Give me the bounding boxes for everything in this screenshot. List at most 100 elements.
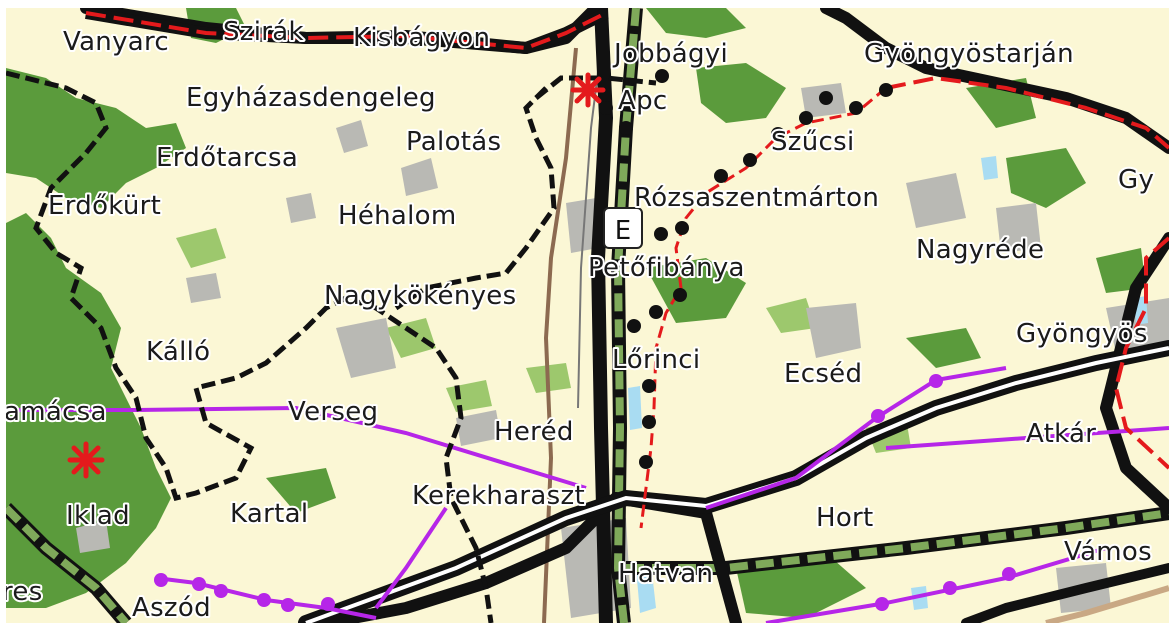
green-route: [613, 8, 640, 623]
place-label: Jobbágyi: [612, 39, 728, 69]
route-stop: [192, 577, 206, 591]
place-label: Nagyréde: [916, 235, 1044, 265]
place-label: Kálló: [146, 337, 210, 367]
purple-stop-layer: [154, 374, 1016, 612]
forest-area: [386, 318, 436, 358]
route-dot: [673, 288, 687, 302]
route-stop: [321, 597, 335, 611]
water-body: [628, 386, 642, 430]
place-label: Atkár: [1026, 419, 1096, 449]
forest-area: [266, 468, 336, 513]
place-label: Hort: [816, 503, 874, 533]
county-border-layer: [85, 8, 1169, 529]
settlement-area: [401, 158, 438, 196]
route-dot: [599, 101, 613, 115]
green-route: [6, 505, 130, 623]
forest-area: [446, 380, 492, 412]
place-label: Kartal: [230, 499, 308, 529]
railway-line: [1045, 585, 1169, 623]
purple-route: [374, 506, 448, 610]
settlement-area: [456, 410, 501, 446]
place-label: Verseg: [288, 397, 378, 427]
route-dot: [655, 69, 669, 83]
route-dot: [619, 121, 633, 135]
settlement-area: [336, 120, 368, 153]
county-border: [639, 86, 887, 529]
main-road: [591, 8, 613, 623]
route-stop: [154, 573, 168, 587]
place-label: Héhalom: [338, 201, 457, 231]
forest-area: [906, 328, 981, 368]
place-label: Kisbágyon: [353, 23, 490, 53]
route-dot: [714, 169, 728, 183]
place-label: Vámos: [1064, 537, 1152, 567]
place-label: Iklad: [66, 501, 130, 531]
map-graphics: E Vanyarc Szirák Kisbágyon Jobbágyi Gyön…: [6, 8, 1169, 623]
county-border: [1114, 236, 1169, 470]
main-road: [961, 563, 1169, 623]
route-dot: [879, 83, 893, 97]
forest-area: [646, 8, 746, 38]
forest-area: [646, 258, 746, 323]
place-label: res: [6, 577, 43, 607]
route-dot: [642, 415, 656, 429]
route-stop: [943, 581, 957, 595]
settlement-area: [996, 203, 1041, 253]
place-label: Gyöngyös: [1016, 319, 1148, 349]
forest-area: [766, 298, 816, 333]
settlement-area: [336, 318, 396, 378]
place-label: Palotás: [406, 127, 501, 157]
place-label: Kerekharaszt: [412, 481, 585, 511]
map-marker-label: E: [615, 216, 631, 246]
place-label: Aszód: [132, 593, 211, 623]
route-stop: [871, 409, 885, 423]
settlement-area: [566, 198, 598, 253]
place-label: Ecséd: [784, 359, 862, 389]
forest-layer: [6, 8, 1146, 618]
water-body: [636, 564, 656, 613]
main-road: [820, 8, 1169, 154]
settlement-area: [286, 193, 316, 223]
place-label: Apc: [618, 86, 668, 116]
water-body: [981, 156, 998, 180]
settlement-area: [906, 173, 966, 228]
route-dot: [771, 127, 785, 141]
county-border: [885, 76, 1169, 150]
route-stop: [257, 593, 271, 607]
route-dot: [649, 305, 663, 319]
place-label: Gyöngyöstarján: [864, 39, 1074, 69]
place-label: Petőfibánya: [588, 253, 745, 283]
red-asterisk-icon: [67, 441, 105, 479]
route-dot: [849, 101, 863, 115]
place-label: Lőrinci: [612, 345, 700, 375]
county-border: [85, 11, 607, 50]
settlement-area: [186, 273, 221, 303]
forest-area: [176, 228, 226, 268]
place-label-layer: Vanyarc Szirák Kisbágyon Jobbágyi Gyöngy…: [6, 15, 1156, 623]
place-label: Szűcsi: [771, 127, 855, 157]
route-dot: [627, 319, 641, 333]
settlement-area: [76, 520, 110, 553]
route-dot: [799, 111, 813, 125]
place-label: Szirák: [223, 17, 304, 47]
municipal-boundary: [394, 86, 557, 311]
place-label: Nagykökényes: [324, 281, 516, 311]
municipal-boundary: [6, 70, 494, 623]
map-marker-e[interactable]: E: [603, 207, 643, 249]
route-dot: [675, 221, 689, 235]
forest-area: [6, 68, 186, 208]
map-canvas[interactable]: E Vanyarc Szirák Kisbágyon Jobbágyi Gyön…: [6, 8, 1169, 623]
place-label: Egyházasdengeleg: [186, 83, 436, 113]
route-stop: [281, 598, 295, 612]
place-label: Erdőkürt: [48, 191, 161, 221]
route-dot: [743, 153, 757, 167]
place-label: Gy: [1118, 165, 1154, 195]
green-route-layer: [6, 8, 1169, 623]
route-stop: [1002, 567, 1016, 581]
purple-route: [885, 426, 1169, 450]
place-label: Erdőtarcsa: [156, 143, 298, 173]
route-dot: [639, 455, 653, 469]
forest-area: [696, 63, 786, 123]
route-dot: [642, 379, 656, 393]
route-stop: [214, 584, 228, 598]
